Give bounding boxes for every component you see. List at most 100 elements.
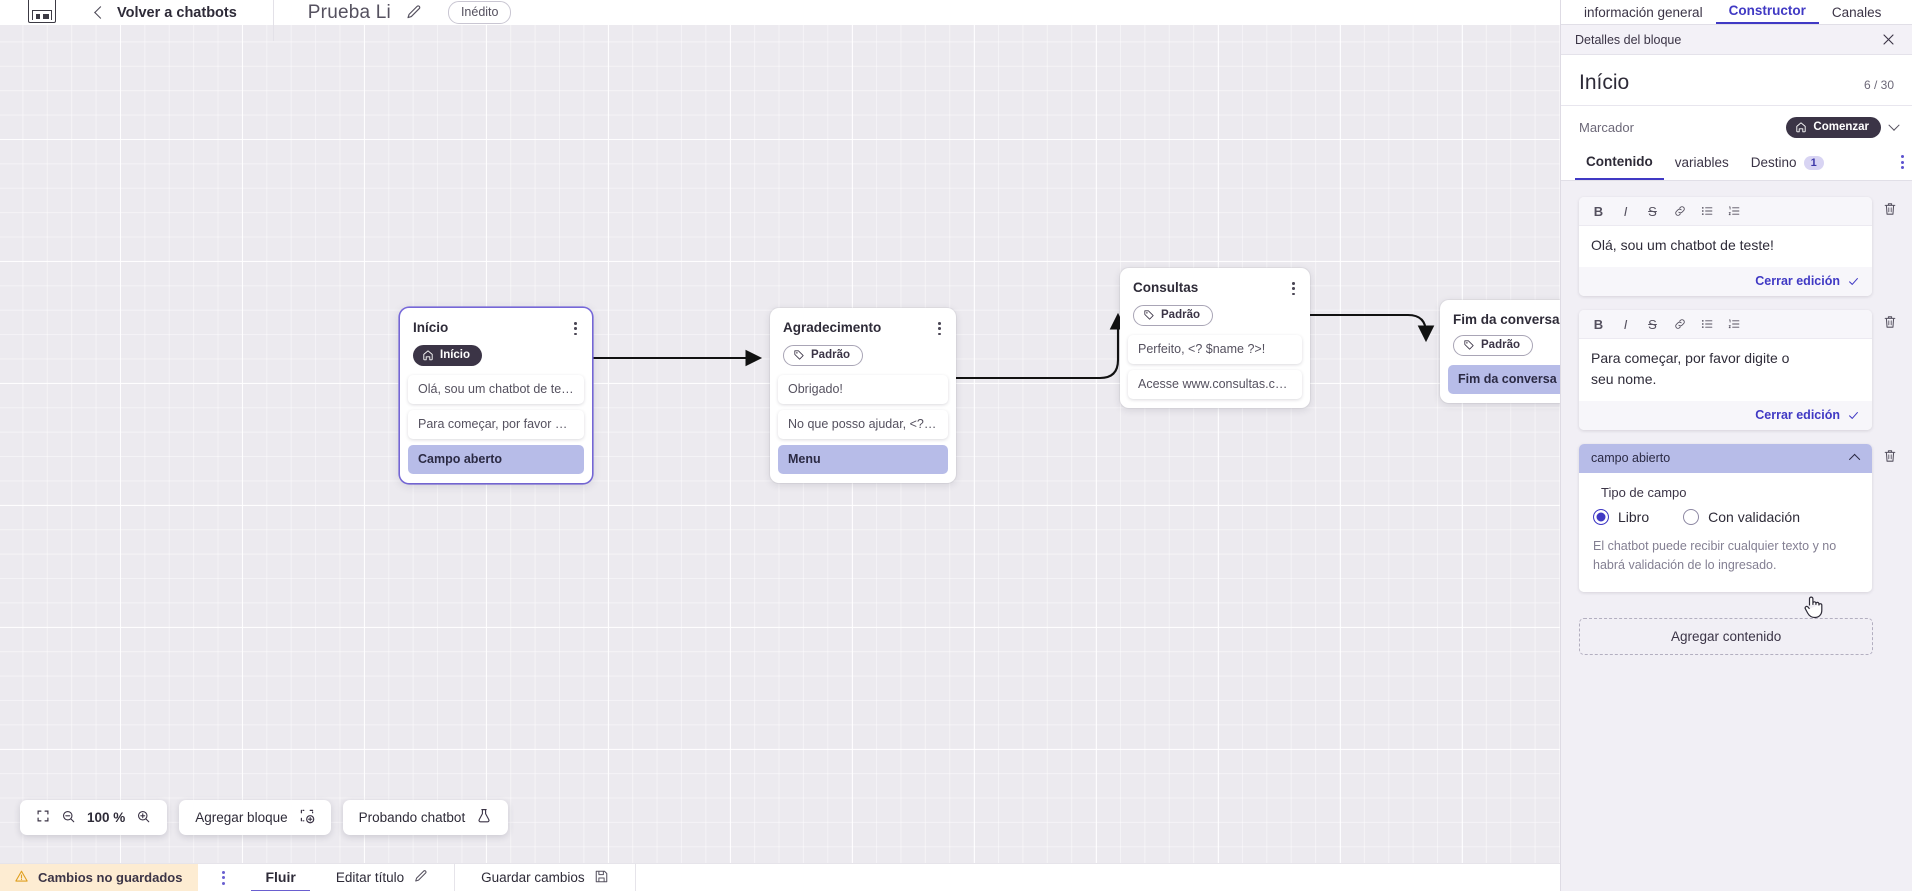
flow-node-consultas[interactable]: Consultas Padrão Perfeito, <? $name ?>! … — [1120, 268, 1310, 409]
pencil-icon — [413, 869, 428, 887]
radio-con-validacion[interactable]: Con validación — [1683, 509, 1800, 525]
radio-dot — [1593, 509, 1609, 525]
strikethrough-icon[interactable]: S — [1648, 316, 1657, 332]
link-icon[interactable] — [1666, 201, 1693, 221]
node-tag-label: Padrão — [1481, 339, 1520, 351]
node-title: Fim da conversa — [1453, 312, 1560, 327]
node-menu-button[interactable] — [936, 320, 943, 337]
numbered-list-icon[interactable] — [1720, 201, 1747, 221]
node-title: Consultas — [1133, 280, 1199, 295]
back-to-chatbots-button[interactable]: Volver a chatbots — [94, 4, 237, 21]
chevron-down-icon[interactable] — [1888, 119, 1900, 131]
bold-icon[interactable]: B — [1593, 316, 1604, 332]
node-row[interactable]: Acesse www.consultas.com par... — [1128, 370, 1302, 400]
editor-text[interactable]: Para começar, por favor digite o seu nom… — [1579, 339, 1819, 401]
close-edit-button[interactable]: Cerrar edición — [1755, 274, 1860, 288]
rich-text-editor[interactable]: B I S Olá, sou um chatbot de tes — [1579, 197, 1872, 296]
close-edit-button[interactable]: Cerrar edición — [1755, 408, 1860, 422]
node-header: Início — [400, 318, 592, 337]
zoom-in-icon[interactable] — [136, 809, 151, 827]
chevron-left-icon — [94, 6, 107, 19]
panel-top-tabs: información general Constructor Canales — [1561, 0, 1912, 25]
tab-constructor[interactable]: Constructor — [1715, 3, 1819, 24]
node-row[interactable]: Obrigado! — [778, 375, 948, 405]
test-chatbot-button[interactable]: Probando chatbot — [342, 800, 509, 835]
zoom-controls[interactable]: 100 % — [20, 800, 168, 835]
marker-value-pill[interactable]: Comenzar — [1786, 117, 1881, 138]
tab-canales[interactable]: Canales — [1831, 5, 1882, 20]
save-changes-button[interactable]: Guardar cambios — [481, 869, 609, 887]
node-row[interactable]: Menu — [778, 445, 948, 475]
numbered-list-icon[interactable] — [1720, 314, 1747, 334]
more-options-icon[interactable] — [222, 870, 226, 885]
pencil-icon[interactable] — [405, 4, 422, 21]
tab-variables[interactable]: variables — [1664, 151, 1740, 179]
tab-fluir[interactable]: Fluir — [251, 864, 310, 891]
node-row[interactable]: Olá, sou um chatbot de teste! — [408, 375, 584, 405]
field-header[interactable]: campo abierto — [1579, 444, 1872, 473]
panel-body: Início 6 / 30 Marcador Comenzar Contenid… — [1561, 55, 1912, 181]
close-icon[interactable] — [1881, 32, 1896, 47]
node-title: Início — [413, 320, 449, 335]
node-tag-label: Padrão — [811, 349, 850, 362]
node-menu-button[interactable] — [1290, 280, 1297, 297]
block-title-row: Início 6 / 30 — [1561, 55, 1912, 106]
chevron-up-icon[interactable] — [1848, 453, 1861, 466]
home-icon — [423, 350, 433, 361]
flow-node-agradecimento[interactable]: Agradecimento Padrão Obrigado! No que po… — [770, 308, 956, 484]
editor-toolbar: B I S — [1579, 310, 1872, 339]
tab-informacion-general[interactable]: información general — [1584, 5, 1703, 20]
link-icon[interactable] — [1666, 314, 1693, 334]
tab-destino[interactable]: Destino 1 — [1740, 151, 1835, 179]
topbar-divider — [272, 0, 274, 41]
node-row[interactable]: Para começar, por favor digite o ... — [408, 410, 584, 440]
trash-icon[interactable] — [1882, 310, 1898, 330]
node-row[interactable]: Campo aberto — [408, 445, 584, 475]
close-edit-label: Cerrar edición — [1755, 408, 1840, 422]
italic-icon[interactable]: I — [1623, 203, 1628, 219]
close-edit-label: Cerrar edición — [1755, 274, 1840, 288]
editor-footer: Cerrar edición — [1579, 401, 1872, 430]
node-row[interactable]: Perfeito, <? $name ?>! — [1128, 335, 1302, 365]
marker-select[interactable]: Comenzar — [1786, 117, 1900, 138]
fit-screen-icon[interactable] — [36, 809, 50, 826]
flow-node-fim-da-conversa[interactable]: Fim da conversa Padrão Fim da conversa — [1440, 300, 1560, 403]
app-logo-icon[interactable] — [28, 0, 56, 23]
node-tag-default: Padrão — [783, 345, 863, 367]
bullet-list-icon[interactable] — [1693, 201, 1720, 221]
field-help-text: El chatbot puede recibir cualquier texto… — [1593, 539, 1837, 573]
italic-icon[interactable]: I — [1623, 316, 1628, 332]
bullet-list-icon[interactable] — [1693, 314, 1720, 334]
node-rows: Fim da conversa — [1440, 365, 1560, 394]
zoom-out-icon[interactable] — [61, 809, 76, 827]
tag-icon — [1144, 310, 1154, 321]
more-options-icon[interactable] — [1901, 155, 1904, 175]
tab-contenido[interactable]: Contenido — [1575, 150, 1664, 180]
editor-text[interactable]: Olá, sou um chatbot de teste! — [1579, 226, 1872, 267]
status-badge: Inédito — [447, 1, 512, 24]
add-block-button[interactable]: Agregar bloque — [179, 800, 331, 835]
trash-icon[interactable] — [1882, 197, 1898, 217]
unsaved-changes-status: Cambios no guardados — [0, 863, 199, 891]
add-block-label: Agregar bloque — [195, 810, 288, 825]
strikethrough-icon[interactable]: S — [1648, 203, 1657, 219]
content-block: B I S Para começar, por favor di — [1579, 310, 1898, 430]
flow-node-inicio[interactable]: Início Início Olá, sou um chatbot de tes… — [400, 308, 592, 484]
node-rows: Obrigado! No que posso ajudar, <? $name … — [770, 375, 956, 475]
radio-libro[interactable]: Libro — [1593, 509, 1649, 525]
field-body: Tipo de campo Libro Con validación — [1579, 473, 1872, 592]
back-to-chatbots-label: Volver a chatbots — [117, 4, 237, 21]
rich-text-editor[interactable]: B I S Para começar, por favor di — [1579, 310, 1872, 430]
tag-icon — [1464, 340, 1474, 350]
bold-icon[interactable]: B — [1593, 203, 1604, 219]
node-tag-label: Início — [440, 349, 471, 362]
node-row[interactable]: No que posso ajudar, <? $name ... — [778, 410, 948, 440]
trash-icon[interactable] — [1882, 444, 1898, 464]
panel-content-scroll[interactable]: B I S Olá, sou um chatbot de tes — [1561, 181, 1912, 891]
edit-title-button[interactable]: Editar título — [336, 869, 428, 887]
flow-canvas[interactable]: Início Início Olá, sou um chatbot de tes… — [0, 25, 1560, 863]
page-title: Prueba Li — [307, 1, 391, 23]
node-row[interactable]: Fim da conversa — [1448, 365, 1560, 394]
add-content-button[interactable]: Agregar contenido — [1579, 617, 1874, 655]
node-menu-button[interactable] — [572, 320, 579, 337]
